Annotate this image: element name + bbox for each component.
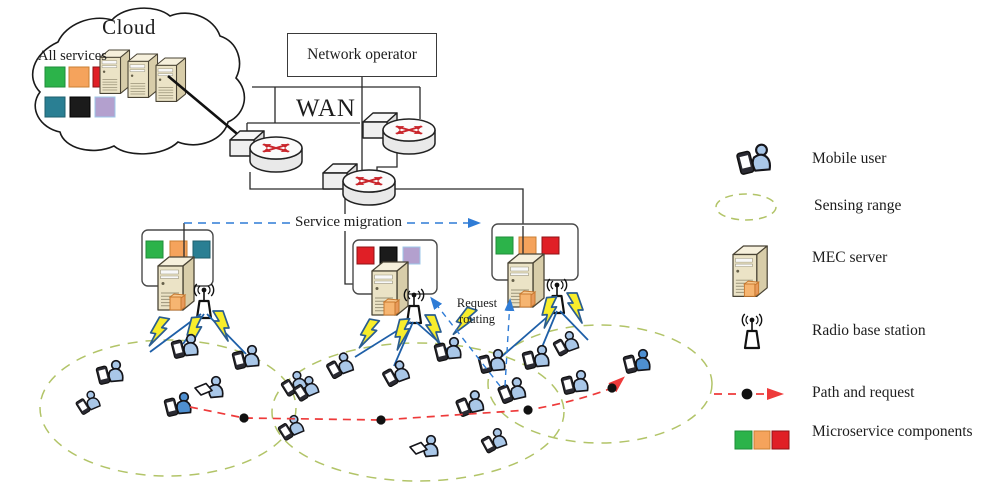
sensing-range-ellipse	[271, 342, 565, 482]
mobile-user-icon	[550, 329, 581, 359]
legend-path-and-request-icon	[714, 388, 784, 400]
lightning-bolt-icon	[566, 292, 584, 324]
legend-label-mec-server: MEC server	[812, 249, 888, 266]
mobile-user-laptop-icon	[194, 375, 224, 399]
router-icon	[323, 164, 395, 205]
router-icon	[363, 113, 435, 154]
legend-mec-server-icon	[733, 246, 767, 296]
wan-label: WAN	[296, 95, 356, 122]
request-routing-arrows	[430, 296, 515, 387]
mobile-user-icon	[95, 359, 124, 386]
mobile-user-icon	[477, 348, 506, 375]
mobile-user-icon	[478, 426, 509, 456]
sensing-range-ellipse	[39, 339, 297, 477]
request-routing-line2: routing	[458, 311, 496, 326]
legend-mobile-user-icon	[735, 143, 771, 176]
radio-base-station-icon	[193, 282, 215, 320]
cloud-label: Cloud	[102, 15, 156, 39]
mobile-user-icon	[521, 344, 550, 371]
mec-site-2	[352, 239, 438, 325]
legend-microservice-components-icon	[734, 430, 790, 450]
legend-radio-base-station-icon	[741, 312, 763, 350]
request-routing-label: Request routing	[450, 296, 504, 327]
router-icon	[230, 131, 302, 172]
cloud-servers-icon	[99, 49, 187, 102]
sensing-ranges	[39, 324, 713, 482]
legend-icons	[714, 143, 790, 450]
mec-server-icon	[508, 254, 544, 307]
lightning-bolt-icon	[357, 317, 381, 352]
mobile-user-icon	[379, 358, 412, 390]
sensing-range-ellipse	[487, 324, 713, 444]
path-waypoint-dot	[607, 383, 617, 393]
request-routing-line1: Request	[456, 296, 498, 310]
mobile-user-icon	[323, 350, 356, 382]
mec-server-icon	[372, 262, 408, 315]
mobile-users	[72, 329, 651, 458]
legend-label-microservice-components: Microservice components	[812, 423, 973, 440]
mec-site-1	[141, 223, 215, 320]
legend-sensing-range-icon	[715, 193, 777, 221]
mec-site-3	[491, 223, 579, 315]
mobile-user-icon	[495, 376, 528, 406]
lightning-bolt-icon	[147, 315, 171, 350]
path-waypoints	[239, 383, 617, 425]
path-waypoint-dot	[376, 415, 386, 425]
service-migration-label: Service migration	[293, 214, 405, 231]
mobile-user-icon	[72, 388, 103, 417]
mobile-user-icon	[231, 344, 260, 371]
mobile-user-icon-highlighted	[163, 391, 192, 418]
legend-label-sensing-range: Sensing range	[814, 197, 902, 214]
mobile-user-laptop-icon	[409, 434, 439, 458]
user-path-line	[189, 376, 625, 421]
legend-label-radio-base-station: Radio base station	[812, 322, 926, 339]
all-services-label: All services	[38, 48, 107, 64]
lightning-bolt-icon	[212, 310, 230, 342]
path-waypoint-dot	[523, 405, 533, 415]
mobile-user-icon	[170, 333, 199, 360]
legend-label-mobile-user: Mobile user	[812, 150, 887, 167]
mobile-user-icon-highlighted	[622, 348, 651, 375]
mobile-user-icon	[560, 369, 589, 396]
path-waypoint-dot	[239, 413, 249, 423]
network-operator-box: Network operator	[287, 33, 437, 77]
mec-server-icon	[158, 257, 194, 310]
network-operator-label: Network operator	[307, 46, 417, 63]
legend-label-path-and-request: Path and request	[812, 384, 915, 401]
lightning-bolt-icon	[424, 314, 442, 346]
